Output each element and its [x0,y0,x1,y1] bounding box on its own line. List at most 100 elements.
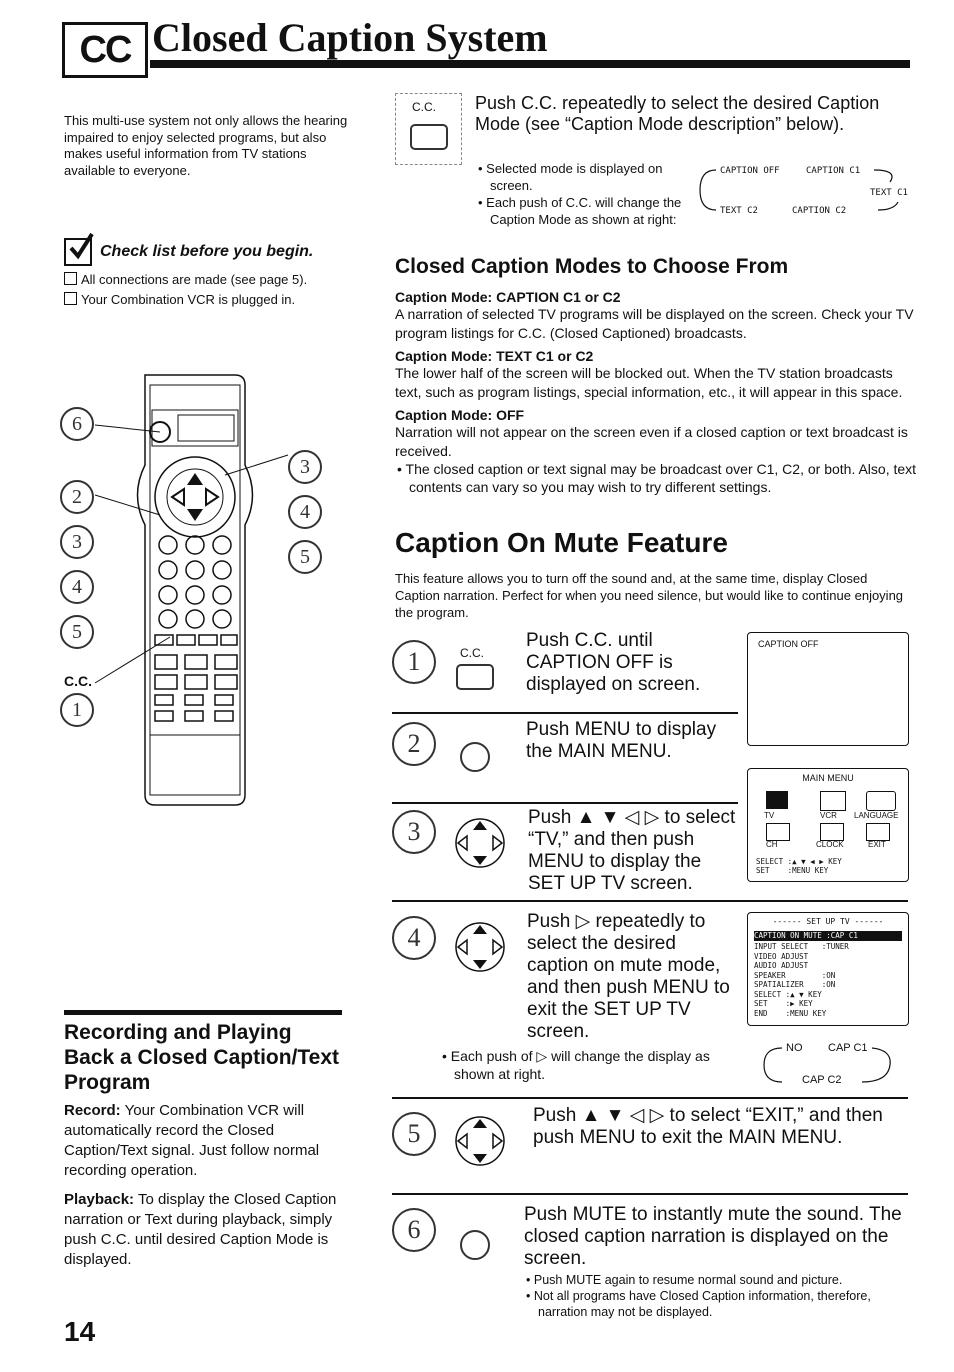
callout-3-right: 3 [288,450,322,484]
mode-text: The lower half of the screen will be blo… [395,365,903,400]
cycle-arrows-icon [699,169,899,211]
step-2-number: 2 [392,722,436,766]
step-divider [392,802,738,804]
checkmark-icon [64,232,94,266]
caption-cycle-diagram: CAPTION OFF CAPTION C1 TEXT C1 TEXT C2 C… [698,162,910,222]
step-4-number: 4 [392,916,436,960]
mode-title: Caption Mode: TEXT C1 or C2 [395,348,594,364]
step-4-text: Push ▷ repeatedly to select the desired … [527,911,730,1042]
step-divider [392,1097,908,1099]
top-step-bullets: • Selected mode is displayed on screen. … [476,160,691,228]
cycle-text-c2: TEXT C2 [720,206,758,216]
setup-lines: INPUT SELECT :TUNER VIDEO ADJUST AUDIO A… [754,942,849,1018]
bullet: • Push MUTE again to resume normal sound… [526,1273,843,1287]
icon-label: CLOCK [816,840,844,849]
dpad-icon [455,922,505,972]
checkbox-icon [64,272,77,285]
cycle-cap-c2: CAP C2 [802,1074,842,1086]
exit-icon [866,823,890,841]
callout-4: 4 [60,570,94,604]
step-5-text: Push ▲ ▼ ◁ ▷ to select “EXIT,” and then … [533,1105,883,1148]
highlight-row: CAPTION ON MUTE :CAP C1 [754,931,902,941]
cycle-caption-off: CAPTION OFF [720,166,780,176]
step-6-number: 6 [392,1208,436,1252]
icon-label: VCR [820,811,837,820]
bullet: • Not all programs have Closed Caption i… [526,1289,871,1319]
step-divider [392,1193,908,1195]
cycle-caption-c1: CAPTION C1 [806,166,861,176]
mute-intro: This feature allows you to turn off the … [395,571,904,620]
cycle-cap-c1: CAP C1 [828,1042,868,1054]
tv-icon [766,791,788,809]
step-1-number: 1 [392,640,436,684]
cc-button-frame: C.C. [395,93,462,165]
mute-button-icon [460,1230,490,1260]
step-4-note: • Each push of ▷ will change the display… [442,1048,710,1082]
language-icon [866,791,896,811]
screen-caption-off: CAPTION OFF [747,632,909,746]
page-title: Closed Caption System [152,15,548,60]
record-paragraph: Record: Your Combination VCR will automa… [64,1102,320,1179]
mode-title: Caption Mode: OFF [395,407,525,423]
callout-4-right: 4 [288,495,322,529]
mode-title: Caption Mode: CAPTION C1 or C2 [395,289,621,305]
modes-note: • The closed caption or text signal may … [397,461,917,495]
ch-icon [766,823,790,841]
cycle-caption-c2: CAPTION C2 [792,206,847,216]
cc-button-icon [410,124,448,150]
screen-title: MAIN MENU [802,773,854,783]
cap-cycle-diagram: NO CAP C1 CAP C2 [762,1040,902,1090]
intro-text: This multi-use system not only allows th… [64,113,348,178]
screen-text: CAPTION OFF [758,639,819,649]
checklist-item: Your Combination VCR is plugged in. [64,290,354,310]
cycle-arrows-icon [763,1047,891,1083]
modes-heading: Closed Caption Modes to Choose From [395,255,789,278]
clock-icon [820,823,844,841]
page-number: 14 [64,1316,96,1347]
icon-label: EXIT [868,840,886,849]
title-rule [150,60,910,68]
recording-heading: Recording and Playing Back a Closed Capt… [64,1021,340,1094]
cycle-no: NO [786,1042,803,1054]
mute-heading: Caption On Mute Feature [395,527,728,558]
callout-5: 5 [60,615,94,649]
mode-text: A narration of selected TV programs will… [395,306,914,341]
callout-6: 6 [60,407,94,441]
modes-list: Caption Mode: CAPTION C1 or C2 A narrati… [395,289,920,496]
step-divider [392,900,908,902]
mode-text: Narration will not appear on the screen … [395,424,908,459]
top-step-text: Push C.C. repeatedly to select the desir… [475,93,880,134]
icon-label: TV [764,811,775,820]
vcr-icon [820,791,846,811]
callout-5-right: 5 [288,540,322,574]
step-1-text: Push C.C. until CAPTION OFF is displayed… [526,630,701,695]
checklist-heading: Check list before you begin. [64,232,313,266]
step-3-number: 3 [392,810,436,854]
playback-paragraph: Playback: To display the Closed Caption … [64,1191,337,1268]
dpad-icon [455,818,505,868]
bullet: • Each push of C.C. will change the Capt… [478,195,682,227]
step-3-text: Push ▲ ▼ ◁ ▷ to select “TV,” and then pu… [528,807,736,894]
bullet: • Selected mode is displayed on screen. [478,161,663,193]
step-6-bullets: • Push MUTE again to resume normal sound… [524,1272,919,1320]
step-divider [392,712,738,714]
checkbox-icon [64,292,77,305]
dpad-icon [455,1116,505,1166]
step-6-text: Push MUTE to instantly mute the sound. T… [524,1204,902,1269]
remote-illustration: 6 2 3 4 5 3 4 5 C.C. 1 [60,365,350,815]
callout-2: 2 [60,480,94,514]
screen-title: ------ SET UP TV ------ [772,917,884,926]
cc-button-icon [456,664,494,690]
checklist: All connections are made (see page 5). Y… [64,270,354,310]
screen-setup-tv: ------ SET UP TV ------ CAPTION ON MUTE … [747,912,909,1026]
step-2-text: Push MENU to display the MAIN MENU. [526,719,717,762]
callout-3: 3 [60,525,94,559]
step-1-button-label: C.C. [460,646,484,660]
remote-control-icon [94,374,289,806]
callout-1: 1 [60,693,94,727]
cycle-text-c1: TEXT C1 [870,188,908,198]
icon-label: CH [766,840,778,849]
cc-callout-label: C.C. [64,673,92,689]
menu-button-icon [460,742,490,772]
recording-rule [64,1010,342,1015]
